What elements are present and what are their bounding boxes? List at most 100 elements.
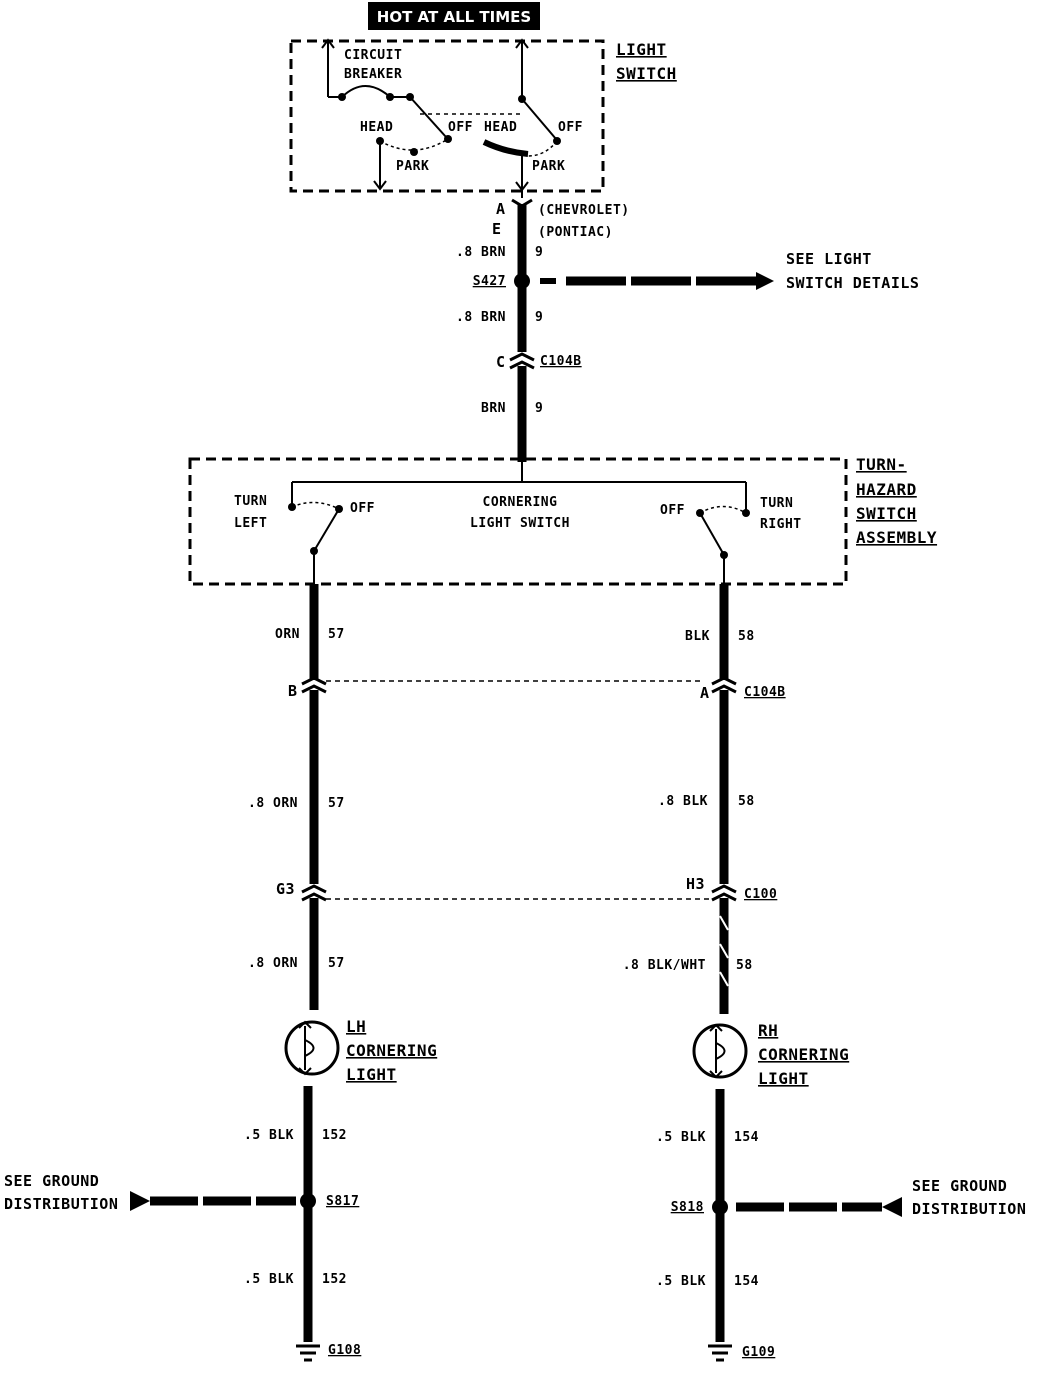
right-w2-circuit: 58 [738,794,755,809]
ground-g108-symbol [296,1344,320,1362]
right-w1-label: BLK [685,629,710,644]
see-light-text-2: SWITCH DETAILS [786,274,919,292]
turn-left-label-1: TURN [234,494,267,509]
circuit-breaker-label-1: CIRCUIT [344,48,402,63]
lh-lamp-label-3: LIGHT [346,1065,397,1084]
connector-c104b-label: C104B [540,354,582,369]
connector-left-c100 [301,884,327,894]
right-see-ground-arrow [882,1197,902,1217]
wire1-label: .8 BRN [456,245,506,260]
left-see-ground-2: DISTRIBUTION [4,1195,118,1213]
splice-s817 [300,1193,316,1209]
turn-left-label-2: LEFT [234,516,267,531]
pin-a-note: (CHEVROLET) [538,203,630,218]
headlamp-switch-blade-right [521,98,557,140]
right-w4-label: .5 BLK [656,1130,706,1145]
right-c1-name: C104B [744,685,786,700]
off-left-label: OFF [448,120,473,135]
hot-label: HOT AT ALL TIMES [377,8,531,26]
splice-s817-label: S817 [326,1194,359,1209]
left-c2-pin: G3 [276,880,295,898]
pin-e-note: (PONTIAC) [538,225,613,240]
rh-cornering-lamp [692,1023,748,1079]
left-w4-label: .5 BLK [244,1128,294,1143]
cornering-switch-label-2: LIGHT SWITCH [470,516,570,531]
see-light-arrow [756,272,774,290]
left-see-ground-1: SEE GROUND [4,1172,99,1190]
head-right-label: HEAD [484,120,517,135]
park-left-label: PARK [396,159,429,174]
left-w2-label: .8 ORN [248,796,298,811]
circuit-breaker-symbol [341,85,391,98]
rh-lamp-label-1: RH [758,1021,778,1040]
wire3-circuit: 9 [535,401,543,416]
ground-g108-label: G108 [328,1343,361,1358]
splice-s427 [514,273,530,289]
right-w3-label: .8 BLK/WHT [623,958,706,973]
connector-pin-c: C [496,353,506,371]
off-left-turn-label: OFF [350,501,375,516]
circuit-breaker-label-2: BREAKER [344,67,402,82]
headlamp-switch-blade-left [409,96,447,138]
lh-lamp-label-1: LH [346,1017,366,1036]
left-c1-pin: B [288,682,298,700]
right-w2-label: .8 BLK [658,794,708,809]
connector-left-c104b [301,676,327,686]
wire3-label: BRN [481,401,506,416]
head-left-label: HEAD [360,120,393,135]
right-c2-pin: H3 [686,875,705,893]
right-w3-circuit: 58 [736,958,753,973]
right-w5-label: .5 BLK [656,1274,706,1289]
left-w1-label: ORN [275,627,300,642]
rh-lamp-label-2: CORNERING [758,1045,849,1064]
turn-right-label-2: RIGHT [760,517,802,532]
turn-hazard-box [188,457,848,586]
turn-hazard-title-2: HAZARD [856,480,917,499]
wire1-circuit: 9 [535,245,543,260]
splice-s427-label: S427 [473,274,506,289]
hot-label-box [368,2,540,30]
turn-hazard-title-1: TURN- [856,455,907,474]
connector-right-c100 [711,884,737,894]
ground-g109-symbol [708,1344,732,1362]
pin-e-label: E [492,220,502,238]
right-c1-pin: A [700,684,710,702]
right-c2-name: C100 [744,887,777,902]
pin-a-label: A [496,200,506,218]
right-see-ground-1: SEE GROUND [912,1177,1007,1195]
splice-s818-label: S818 [671,1200,704,1215]
right-w5-circuit: 154 [734,1274,759,1289]
off-right-turn-label: OFF [660,503,685,518]
left-w4-circuit: 152 [322,1128,347,1143]
splice-s818 [712,1199,728,1215]
turn-hazard-title-4: ASSEMBLY [856,528,937,547]
turn-right-label-1: TURN [760,496,793,511]
see-light-text-1: SEE LIGHT [786,250,872,268]
off-right-label: OFF [558,120,583,135]
rh-lamp-label-3: LIGHT [758,1069,809,1088]
connector-c104b-main [509,352,535,362]
lh-cornering-lamp [284,1020,340,1076]
right-w4-circuit: 154 [734,1130,759,1145]
left-w5-circuit: 152 [322,1272,347,1287]
light-switch-box [289,39,605,193]
left-w3-label: .8 ORN [248,956,298,971]
ground-g109-label: G109 [742,1345,775,1360]
light-switch-title-2: SWITCH [616,64,677,83]
connector-right-c104b [711,676,737,686]
cornering-switch-label-1: CORNERING [483,495,558,510]
left-w2-circuit: 57 [328,796,345,811]
left-see-ground-arrow [130,1191,150,1211]
light-switch-title-1: LIGHT [616,40,667,59]
left-w3-circuit: 57 [328,956,345,971]
wire2-circuit: 9 [535,310,543,325]
wire2-label: .8 BRN [456,310,506,325]
right-see-ground-2: DISTRIBUTION [912,1200,1026,1218]
turn-left-blade [313,508,340,552]
lh-lamp-label-2: CORNERING [346,1041,437,1060]
left-w1-circuit: 57 [328,627,345,642]
left-w5-label: .5 BLK [244,1272,294,1287]
park-right-label: PARK [532,159,565,174]
